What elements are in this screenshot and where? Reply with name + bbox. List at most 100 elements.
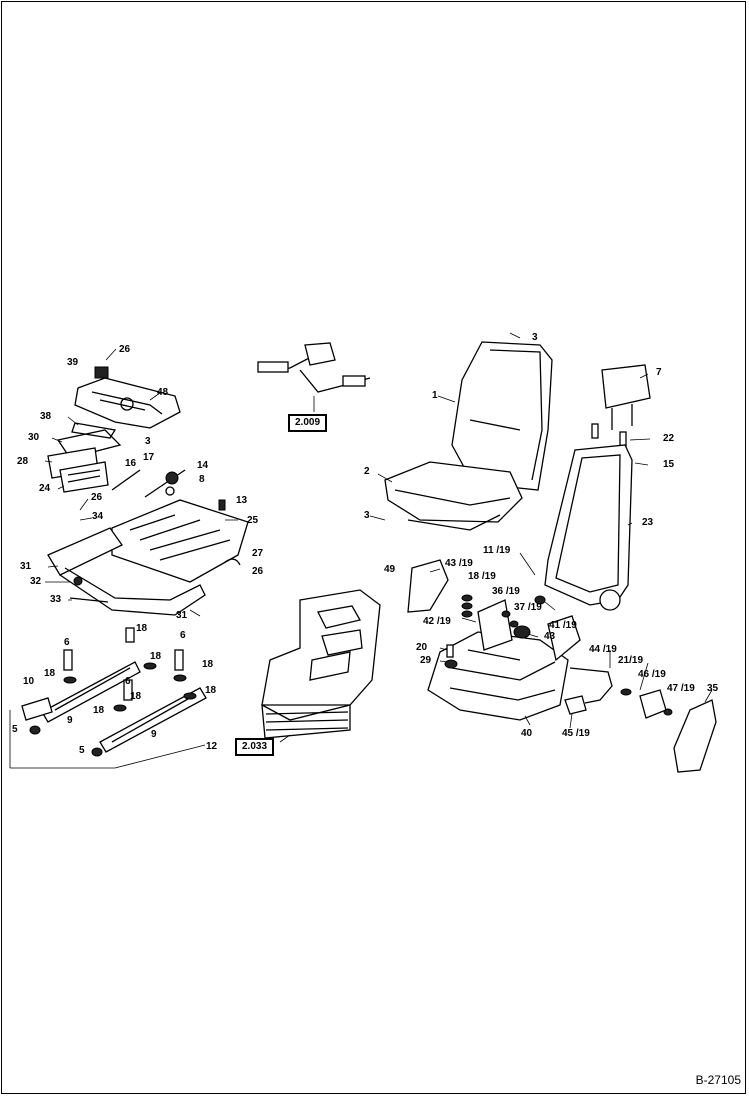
- washer-18a: [63, 676, 77, 684]
- callout-27: 27: [252, 548, 264, 559]
- callout-39: 39: [67, 357, 79, 368]
- callout-35: 35: [707, 683, 719, 694]
- callout-6: 6: [125, 676, 131, 687]
- screw-13: [218, 499, 226, 511]
- callout-18: 18: [93, 705, 105, 716]
- washer-18b: [143, 662, 157, 670]
- callout-44-19: 44 /19: [589, 644, 617, 655]
- callout-34: 34: [92, 511, 104, 522]
- callout-18: 18: [150, 651, 162, 662]
- callout-29: 29: [420, 655, 432, 666]
- rod-33: [69, 597, 109, 603]
- callout-1: 1: [432, 390, 438, 401]
- seat-cushion-2: [384, 461, 523, 523]
- callout-31: 31: [20, 561, 32, 572]
- callout-18: 18: [130, 691, 142, 702]
- side-cover-35: [673, 699, 717, 773]
- spring-27: [224, 558, 241, 566]
- reference-box-2033[interactable]: 2.033: [235, 738, 275, 756]
- callout-3: 3: [532, 332, 538, 343]
- knob-14: [165, 471, 179, 485]
- callout-24: 24: [39, 483, 51, 494]
- callout-26: 26: [91, 492, 103, 503]
- callout-22: 22: [663, 433, 675, 444]
- callout-41-19: 41 /19: [549, 620, 577, 631]
- reference-box-2009[interactable]: 2.009: [288, 414, 328, 432]
- bolt-6b: [123, 679, 133, 701]
- callout-8: 8: [199, 474, 205, 485]
- rod-17: [144, 469, 186, 498]
- callout-15: 15: [663, 459, 675, 470]
- callout-7: 7: [656, 367, 662, 378]
- callout-48: 48: [157, 387, 169, 398]
- callout-26: 26: [252, 566, 264, 577]
- hinge-right: [547, 615, 581, 662]
- callout-37-19: 37 /19: [514, 602, 542, 613]
- rod-16: [111, 469, 141, 491]
- document-number: B-27105: [695, 1073, 741, 1087]
- callout-18: 18: [202, 659, 214, 670]
- callout-32: 32: [30, 576, 42, 587]
- lever-45: [564, 695, 587, 715]
- bolt-6c: [174, 649, 184, 671]
- callout-40: 40: [521, 728, 533, 739]
- clip-39: [94, 366, 109, 379]
- washer-18d: [113, 704, 127, 712]
- callout-18: 18: [136, 623, 148, 634]
- callout-17: 17: [143, 452, 155, 463]
- headrest-7: [601, 364, 651, 409]
- callout-13: 13: [236, 495, 248, 506]
- callout-5: 5: [79, 745, 85, 756]
- callout-28: 28: [17, 456, 29, 467]
- callout-30: 30: [28, 432, 40, 443]
- nut-5a: [29, 725, 41, 735]
- backrest-cushion-1: [451, 341, 553, 491]
- screw-22a: [591, 423, 599, 439]
- callout-36-19: 36 /19: [492, 586, 520, 597]
- washer-18c: [173, 674, 187, 682]
- nut-5b: [91, 747, 103, 757]
- callout-6: 6: [180, 630, 186, 641]
- callout-47-19: 47 /19: [667, 683, 695, 694]
- nut-8: [165, 486, 175, 496]
- callout-43-19: 43 /19: [445, 558, 473, 569]
- screw-22b: [619, 431, 627, 447]
- callout-5: 5: [12, 724, 18, 735]
- callout-9: 9: [151, 729, 157, 740]
- callout-23: 23: [642, 517, 654, 528]
- callout-46-19: 46 /19: [638, 669, 666, 680]
- cable-44: [569, 667, 613, 704]
- latch-46: [639, 689, 667, 719]
- slide-rail-left-9: [41, 661, 141, 723]
- callout-6: 6: [64, 637, 70, 648]
- backrest-hinge: [477, 599, 513, 651]
- bolt-6d: [125, 627, 135, 643]
- bracket-38: [71, 422, 117, 439]
- callout-12: 12: [206, 741, 218, 752]
- callout-33: 33: [50, 594, 62, 605]
- callout-3: 3: [145, 436, 151, 447]
- callout-38: 38: [40, 411, 52, 422]
- seat-pan-cover: [74, 377, 181, 429]
- plate-10: [21, 697, 53, 721]
- block-24: [59, 461, 109, 493]
- callout-16: 16: [125, 458, 137, 469]
- callout-26: 26: [119, 344, 131, 355]
- callout-49: 49: [384, 564, 396, 575]
- callout-3: 3: [364, 510, 370, 521]
- side-bracket-49: [407, 559, 449, 613]
- callout-21-19: 21/19: [618, 655, 644, 666]
- callout-25: 25: [247, 515, 259, 526]
- callout-18: 18: [44, 668, 56, 679]
- callout-45-19: 45 /19: [562, 728, 590, 739]
- callout-31: 31: [176, 610, 188, 621]
- callout-10: 10: [23, 676, 35, 687]
- callout-14: 14: [197, 460, 209, 471]
- frame-rail-31: [47, 527, 123, 576]
- callout-42-19: 42 /19: [423, 616, 451, 627]
- callout-43: 43: [544, 631, 556, 642]
- complete-seat: [261, 589, 381, 721]
- callout-9: 9: [67, 715, 73, 726]
